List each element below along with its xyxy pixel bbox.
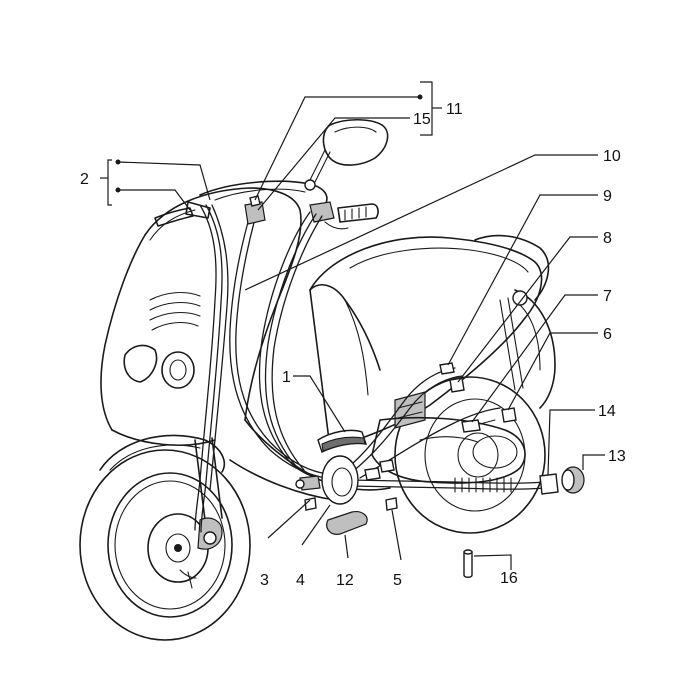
label-7: 7 xyxy=(603,288,612,305)
fitting-part-8 xyxy=(449,377,465,393)
pin-part-16 xyxy=(463,551,473,578)
label-3: 3 xyxy=(260,572,269,589)
parts xyxy=(244,195,585,578)
label-4: 4 xyxy=(296,572,305,589)
label-13: 13 xyxy=(608,448,626,465)
label-15: 15 xyxy=(413,111,431,128)
label-12: 12 xyxy=(336,572,354,589)
label-5: 5 xyxy=(393,572,402,589)
cables xyxy=(194,204,546,533)
label-6: 6 xyxy=(603,326,612,343)
label-10: 10 xyxy=(603,148,621,165)
fitting-part-7 xyxy=(461,419,481,433)
nut-part-6 xyxy=(501,407,517,423)
label-9: 9 xyxy=(603,188,612,205)
label-2: 2 xyxy=(80,171,89,188)
label-1: 1 xyxy=(282,369,291,386)
label-8: 8 xyxy=(603,230,612,247)
fitting-part-9 xyxy=(439,362,455,375)
plate-part-12 xyxy=(326,511,368,535)
leader-lines xyxy=(100,81,605,570)
label-16: 16 xyxy=(500,570,518,587)
handlebar xyxy=(154,118,389,230)
label-11: 11 xyxy=(446,101,463,118)
front-wheel xyxy=(79,437,251,641)
floor-panel xyxy=(229,299,391,501)
label-14: 14 xyxy=(598,403,616,420)
cable-end-part-14 xyxy=(539,473,559,495)
junction-part-4 xyxy=(321,455,359,505)
rear-body xyxy=(309,234,556,484)
bolt-part-5 xyxy=(385,497,398,511)
callout-labels: 2 11 15 10 9 8 7 6 14 13 1 3 4 12 5 16 xyxy=(80,101,626,589)
